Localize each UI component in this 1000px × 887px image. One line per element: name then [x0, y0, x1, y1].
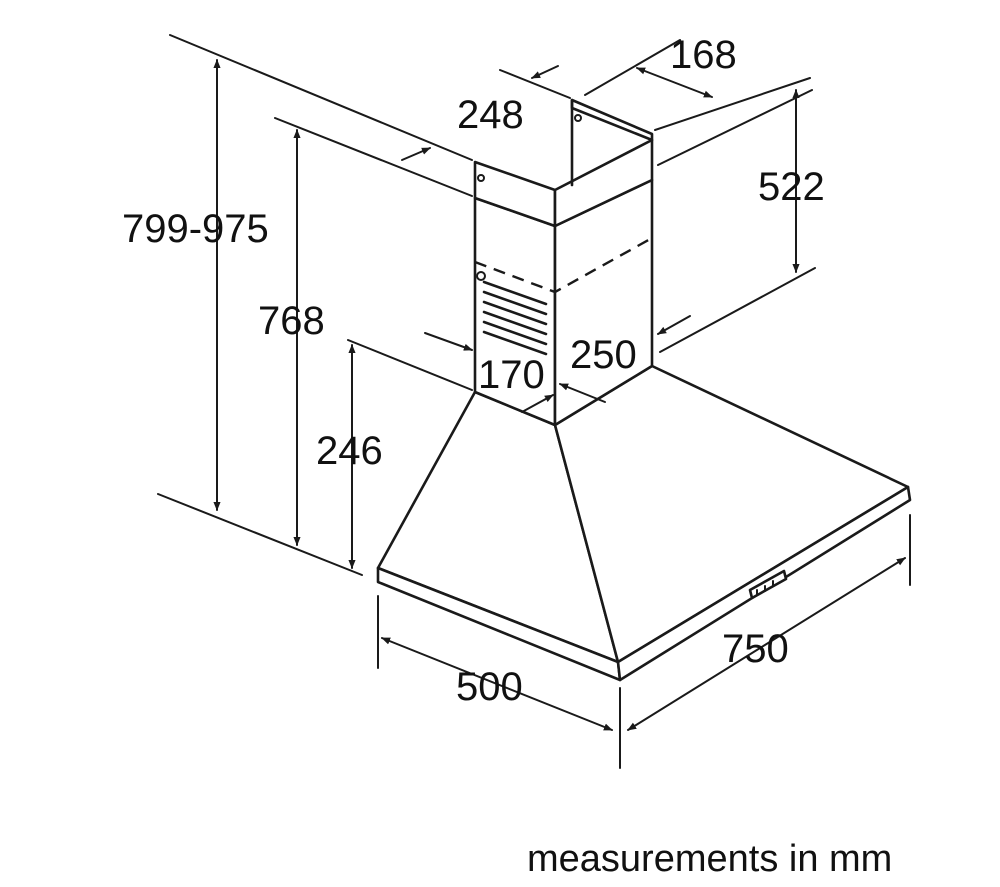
dim-arrow-250-bottom — [559, 383, 606, 403]
label-750: 750 — [722, 627, 789, 671]
units-note: measurements in mm — [527, 838, 892, 880]
canopy-right-face — [553, 364, 910, 664]
dim-arrow-250-top — [657, 315, 691, 335]
upper-chimney-back — [570, 98, 654, 142]
extension-lines — [157, 34, 911, 769]
dim-arrow-248 — [401, 147, 431, 161]
dim-arrow-168-right — [636, 67, 713, 98]
label-248: 248 — [457, 93, 524, 137]
label-768: 768 — [258, 299, 325, 343]
label-170: 170 — [478, 353, 545, 397]
label-500: 500 — [456, 665, 523, 709]
dim-arrow-500 — [381, 637, 613, 731]
telescopic-overlap-line — [474, 236, 653, 294]
screw-icon — [574, 114, 582, 122]
air-vent-grille-icon — [482, 280, 548, 356]
hood-canopy — [376, 364, 912, 682]
label-246: 246 — [316, 429, 383, 473]
label-168: 168 — [670, 33, 737, 77]
dim-arrow-168-left — [531, 65, 559, 79]
chimney — [473, 98, 654, 427]
dim-arrow-750 — [627, 557, 906, 731]
dimension-arrows — [213, 59, 906, 731]
upper-chimney-right — [553, 138, 654, 228]
dim-arrow-170-left — [424, 332, 473, 351]
dim-arrow-170-right — [521, 394, 554, 413]
label-522: 522 — [758, 165, 825, 209]
screw-icon — [476, 271, 486, 281]
screw-icon — [477, 174, 485, 182]
label-799-975: 799-975 — [122, 207, 269, 251]
label-250: 250 — [570, 333, 637, 377]
dimension-labels: 799-975 768 246 248 168 522 170 250 500 … — [122, 33, 825, 709]
